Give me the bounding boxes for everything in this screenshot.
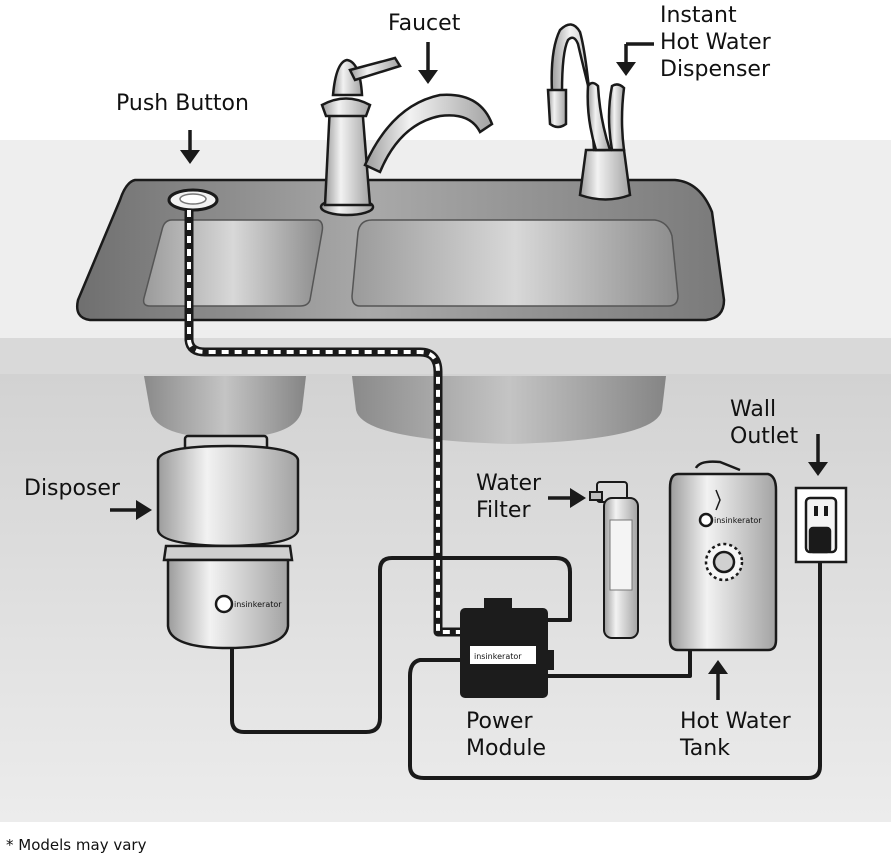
faucet-icon	[319, 56, 494, 217]
tank-brand: insinkerator	[714, 516, 762, 525]
label-wall-outlet: Wall Outlet	[730, 397, 799, 449]
footnote: * Models may vary	[6, 836, 147, 854]
label-hot-water-tank: Hot Water Tank	[680, 709, 791, 761]
label-disposer: Disposer	[24, 476, 120, 501]
label-power-module: Power Module	[466, 709, 546, 761]
label-instant-hot-water-dispenser: Instant Hot Water Dispenser	[660, 3, 771, 82]
power-cords	[230, 548, 822, 780]
wall-outlet-icon	[794, 486, 848, 564]
left-bowl	[144, 376, 306, 438]
hot-water-tank-icon	[668, 460, 778, 652]
right-bowl	[352, 376, 666, 444]
water-filter-icon	[589, 481, 639, 639]
disposer-brand: insinkerator	[234, 600, 282, 609]
cabinet-edge	[0, 338, 891, 374]
hot-water-dispenser-icon	[546, 23, 632, 201]
module-brand: insinkerator	[474, 652, 522, 661]
label-push-button: Push Button	[116, 91, 249, 116]
left-basin	[142, 219, 324, 307]
right-basin	[351, 219, 679, 307]
label-arrows	[110, 42, 828, 700]
label-faucet: Faucet	[388, 11, 461, 36]
power-module-icon	[460, 598, 554, 698]
disposer-icon	[156, 434, 300, 650]
label-water-filter: Water Filter	[476, 471, 542, 523]
